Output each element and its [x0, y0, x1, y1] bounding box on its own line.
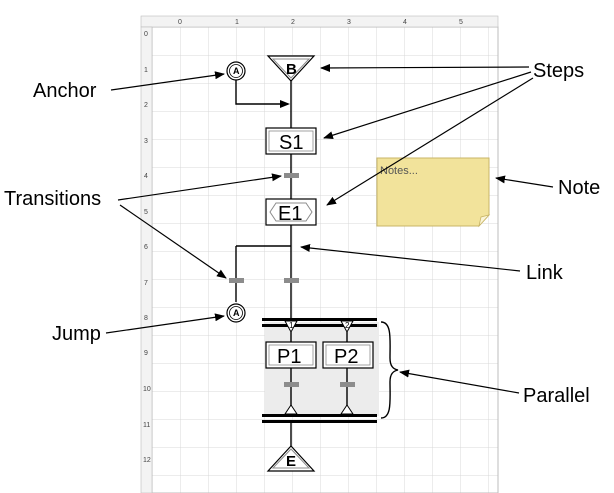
transition-bar[interactable] — [340, 382, 355, 387]
step-s1-label: S1 — [279, 132, 303, 154]
branch-1-marker: 1 — [284, 320, 298, 334]
ruler-tick-label: 6 — [144, 244, 148, 251]
callout-link: Link — [526, 262, 564, 284]
ruler-tick-label: 4 — [403, 19, 407, 26]
step-e1[interactable]: E1 — [265, 198, 317, 226]
note-text: Notes... — [380, 165, 418, 177]
transition-bar[interactable] — [284, 382, 299, 387]
ruler-tick-label: 0 — [144, 31, 148, 38]
ruler-tick-label: 11 — [143, 422, 150, 429]
end-step[interactable]: E — [266, 445, 316, 472]
callout-steps: Steps — [533, 60, 584, 82]
callout-arrows — [105, 63, 554, 394]
flow-links — [235, 74, 348, 446]
anchor-node[interactable]: A — [226, 61, 246, 81]
branch-2-marker: 2 — [340, 320, 354, 334]
ruler-tick-label: 9 — [144, 350, 148, 357]
left-ruler: 0 1 2 3 4 5 6 7 8 9 10 11 12 — [140, 26, 153, 493]
callout-anchor: Anchor — [33, 80, 97, 102]
ruler-tick-label: 3 — [144, 138, 148, 145]
branch-1-label: 1 — [289, 321, 294, 330]
ruler-tick-label: 2 — [144, 102, 148, 109]
transition-bar[interactable] — [284, 173, 299, 178]
ruler-tick-label: 10 — [143, 386, 151, 393]
step-s1[interactable]: S1 — [265, 127, 317, 155]
callout-jump: Jump — [52, 323, 101, 345]
editor-grid[interactable] — [151, 26, 499, 493]
ruler-tick-label: 12 — [143, 457, 151, 464]
ruler-tick-label: 1 — [144, 67, 148, 74]
parallel-brace — [380, 321, 399, 419]
callout-note: Note — [558, 177, 600, 199]
jump-label: A — [233, 308, 240, 318]
branch-2-label: 2 — [345, 321, 350, 330]
ruler-tick-label: 8 — [144, 315, 148, 322]
sticky-note[interactable]: Notes... — [376, 157, 491, 228]
step-p1-label: P1 — [277, 346, 301, 368]
end-step-label: E — [286, 453, 296, 470]
parallel-region — [265, 322, 379, 416]
step-e1-label: E1 — [278, 203, 302, 225]
begin-step-label: B — [286, 61, 297, 78]
step-p2[interactable]: P2 — [322, 341, 374, 369]
parallel-convergence-bar[interactable] — [262, 404, 377, 423]
ruler-tick-label: 5 — [459, 19, 463, 26]
anchor-label: A — [233, 66, 240, 76]
jump-node[interactable]: A — [226, 303, 246, 323]
step-p1[interactable]: P1 — [265, 341, 317, 369]
begin-step[interactable]: B — [266, 55, 316, 82]
transition-bar[interactable] — [229, 278, 244, 283]
ruler-tick-label: 2 — [291, 19, 295, 26]
ruler-tick-label: 7 — [144, 280, 148, 287]
ruler-tick-label: 1 — [235, 19, 239, 26]
top-ruler: 0 1 2 3 4 5 — [140, 15, 499, 28]
parallel-divergence-bar[interactable] — [262, 318, 377, 327]
transition-bar[interactable] — [284, 278, 299, 283]
ruler-tick-label: 4 — [144, 173, 148, 180]
callout-transitions: Transitions — [4, 188, 101, 210]
ruler-tick-label: 5 — [144, 209, 148, 216]
callout-parallel: Parallel — [523, 385, 590, 407]
ruler-tick-label: 0 — [178, 19, 182, 26]
ruler-tick-label: 3 — [347, 19, 351, 26]
step-p2-label: P2 — [334, 346, 358, 368]
